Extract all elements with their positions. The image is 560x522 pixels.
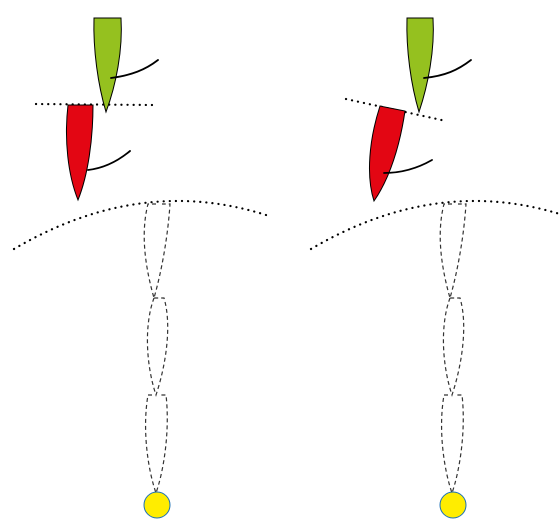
dashed-loop-middle: [146, 297, 169, 397]
panel-right: [309, 17, 560, 519]
lower-blade-group: [66, 104, 131, 202]
lower-blade: [66, 104, 94, 202]
dotted-arc: [309, 199, 560, 251]
dotted-arc: [12, 199, 268, 251]
dashed-loop-lower: [144, 394, 168, 495]
dotted-separator-tilted: [344, 97, 448, 123]
upper-blade: [93, 17, 122, 114]
upper-blade-group: [93, 17, 159, 114]
upper-blade-string: [110, 59, 159, 79]
upper-blade: [406, 17, 434, 114]
dashed-loop-upper: [143, 203, 171, 301]
panel-left: [12, 17, 268, 519]
dashed-chain: [439, 203, 467, 495]
lower-blade-string: [87, 150, 131, 171]
anchor-node: [143, 491, 171, 519]
upper-blade-string: [423, 59, 472, 79]
lower-blade-string: [383, 159, 433, 174]
dashed-loop-upper: [439, 203, 467, 301]
anchor-node: [439, 491, 467, 519]
lower-blade: [368, 105, 406, 203]
lower-blade-group: [368, 105, 433, 203]
dotted-separator: [34, 102, 154, 107]
dashed-chain: [143, 203, 171, 495]
dashed-loop-lower: [440, 394, 464, 495]
dashed-loop-middle: [442, 297, 465, 397]
upper-blade-group: [406, 17, 472, 114]
